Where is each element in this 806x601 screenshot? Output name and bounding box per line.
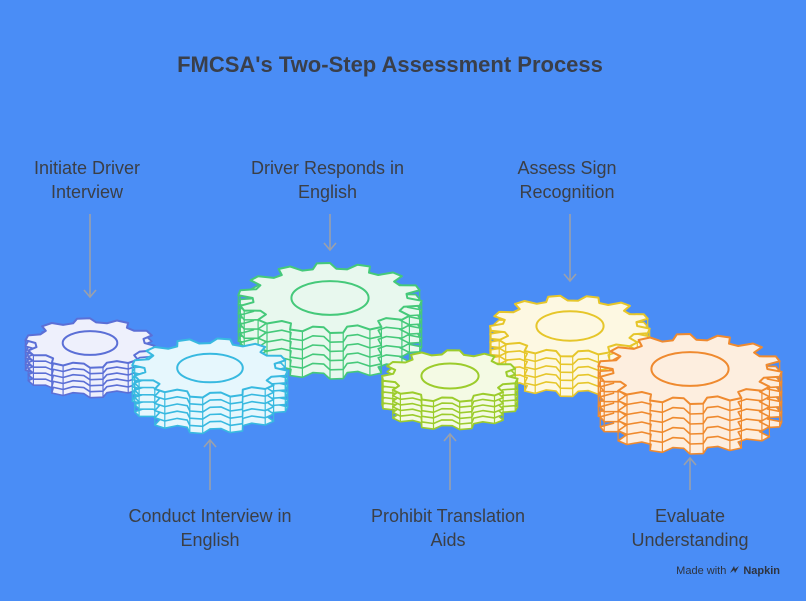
diagram-title: FMCSA's Two-Step Assessment Process xyxy=(177,52,603,77)
credit-brand: Napkin xyxy=(743,565,780,577)
step-label-initiate: Initiate Driver Interview xyxy=(33,158,141,202)
credit-prefix: Made with xyxy=(676,565,727,577)
gear-initiate xyxy=(24,317,156,399)
napkin-logo-icon xyxy=(729,564,740,578)
gear-driver-responds xyxy=(237,262,423,380)
arrow-assess xyxy=(563,214,577,283)
napkin-credit[interactable]: Made with Napkin xyxy=(676,564,780,578)
step-label-conduct: Conduct Interview in English xyxy=(128,506,292,550)
step-label-prohibit: Prohibit Translation Aids xyxy=(370,506,526,550)
gears xyxy=(24,262,783,455)
arrow-driver-responds xyxy=(323,214,337,252)
arrows xyxy=(83,214,697,490)
arrow-evaluate xyxy=(683,456,697,490)
step-label-evaluate: Evaluate Understanding xyxy=(631,506,749,550)
gear-conduct xyxy=(131,337,289,435)
arrow-initiate xyxy=(83,214,97,299)
arrow-prohibit xyxy=(443,432,457,490)
step-label-driver-responds: Driver Responds in English xyxy=(250,158,405,202)
gear-evaluate xyxy=(597,333,783,455)
step-label-assess: Assess Sign Recognition xyxy=(517,158,617,202)
arrow-conduct xyxy=(203,438,217,490)
gear-prohibit xyxy=(381,349,519,431)
